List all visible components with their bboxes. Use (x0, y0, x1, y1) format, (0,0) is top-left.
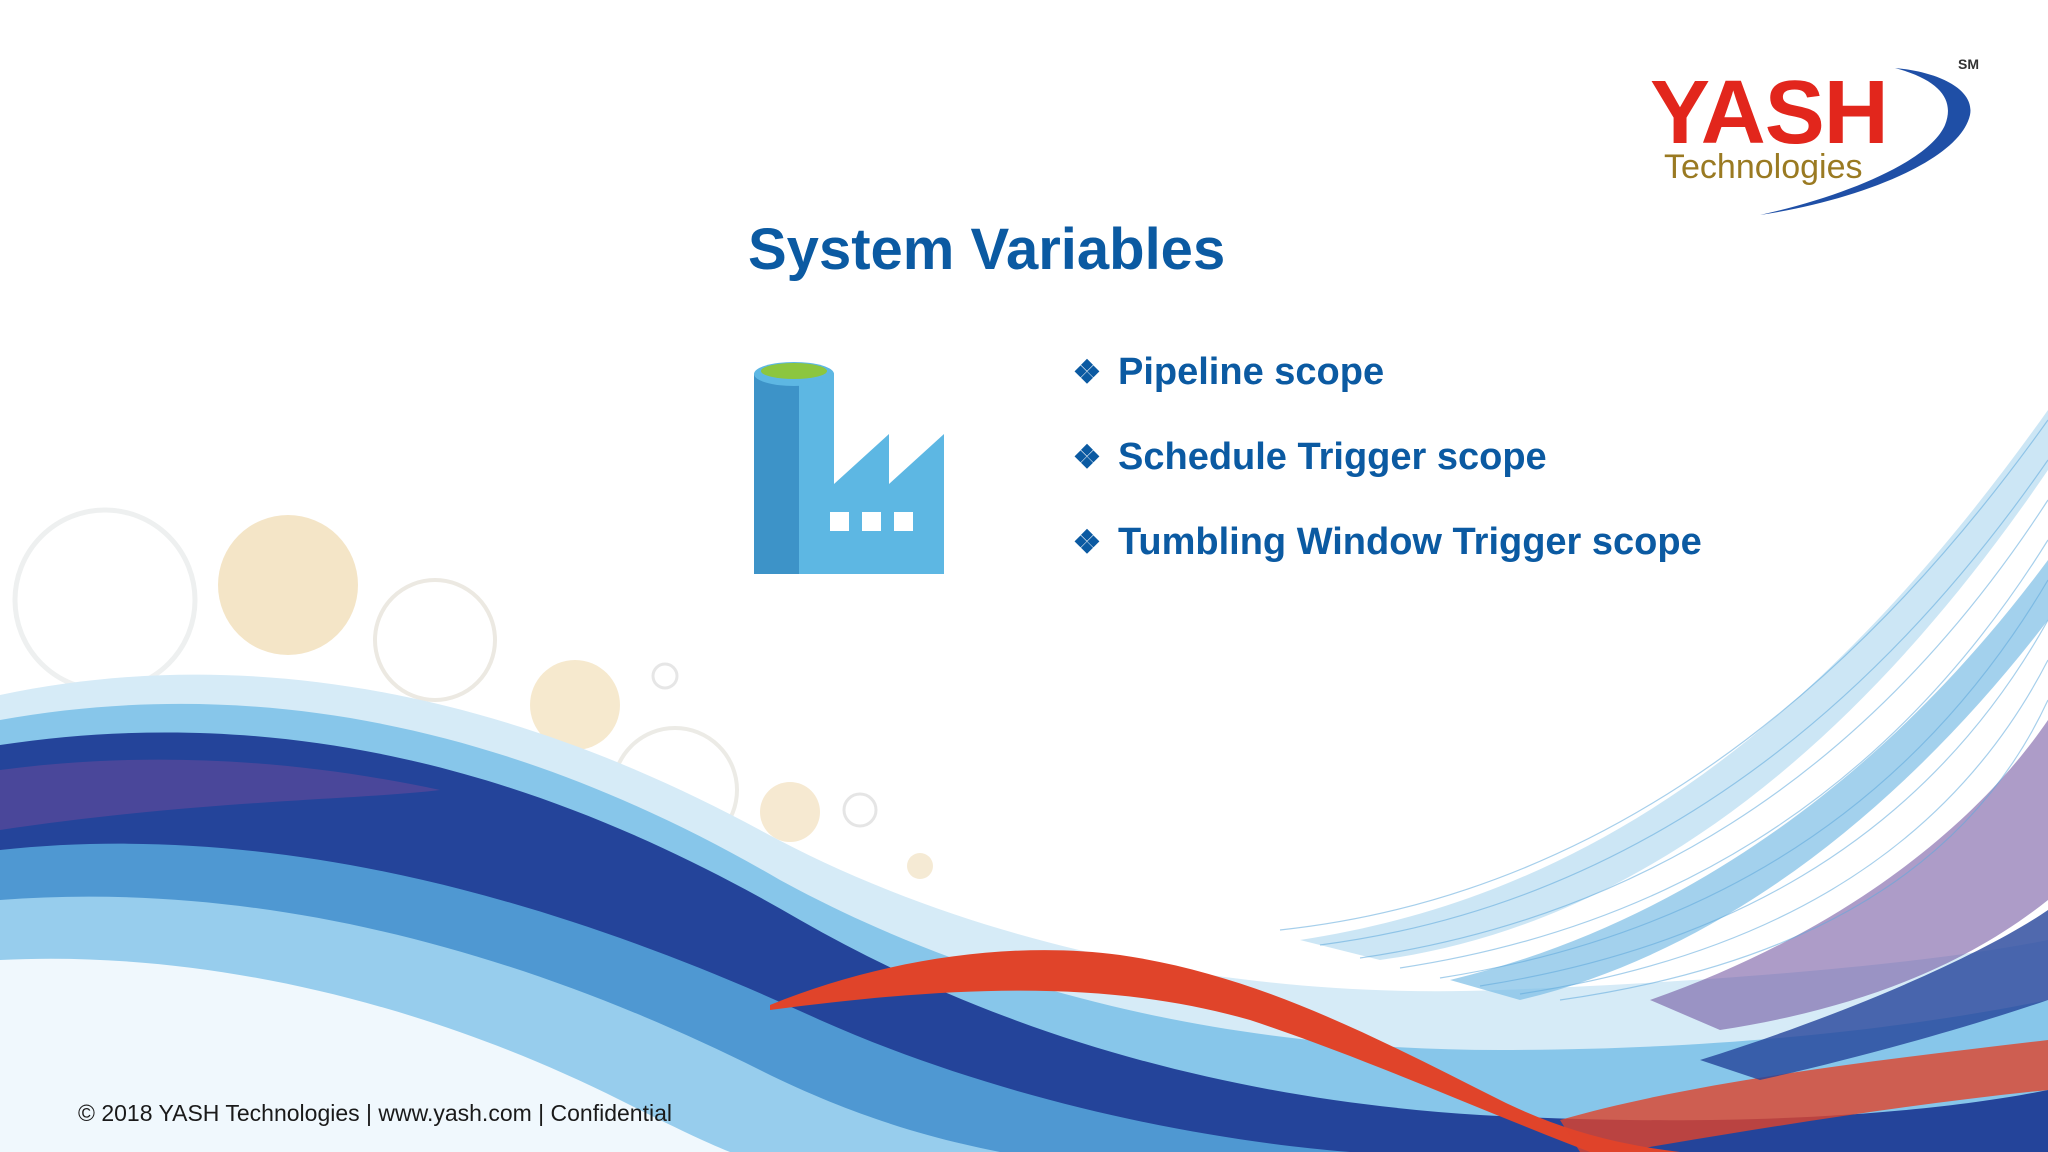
diamond-bullet-icon: ❖ (1072, 354, 1102, 390)
bullet-item: ❖ Pipeline scope (1070, 345, 1702, 399)
bullet-item: ❖ Tumbling Window Trigger scope (1070, 515, 1702, 569)
logo-service-mark: SM (1958, 56, 1979, 72)
factory-icon (754, 362, 944, 574)
bullet-text: Pipeline scope (1118, 350, 1385, 393)
logo-swoosh-icon (1760, 68, 1971, 215)
diamond-bullet-icon: ❖ (1072, 439, 1102, 475)
diamond-bullet-icon: ❖ (1072, 524, 1102, 560)
logo-subtitle: Technologies (1664, 148, 1863, 186)
wave-bands (0, 410, 2048, 1152)
logo-wordmark: YASH (1650, 63, 1889, 163)
bullet-item: ❖ Schedule Trigger scope (1070, 430, 1702, 484)
bullet-text: Tumbling Window Trigger scope (1118, 520, 1702, 563)
footer-copyright: © 2018 YASH Technologies | www.yash.com … (78, 1100, 672, 1126)
slide-title: System Variables (748, 217, 1226, 282)
decorative-circles (12, 507, 933, 879)
yash-logo: YASH Technologies SM (1640, 50, 1980, 220)
bullet-list: ❖ Pipeline scope ❖ Schedule Trigger scop… (1070, 345, 1702, 600)
bullet-text: Schedule Trigger scope (1118, 435, 1547, 478)
